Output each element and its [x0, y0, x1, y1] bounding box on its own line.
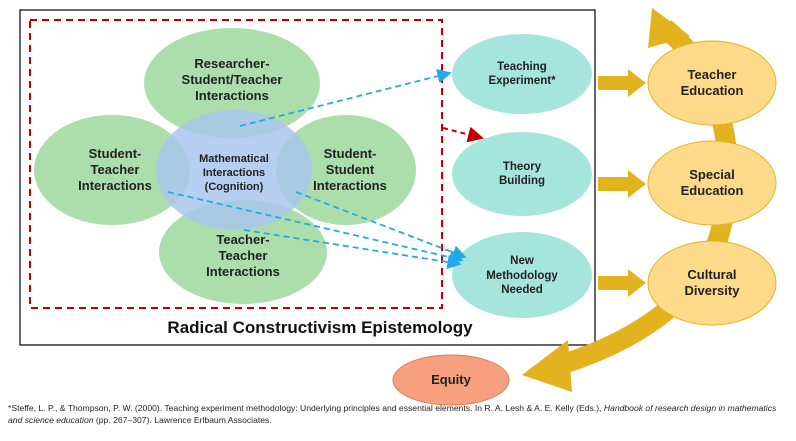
footnote-text-after: (pp. 267–307). Lawrence Erlbaum Associat…	[93, 414, 272, 425]
ellipse-top-label: Researcher- Student/Teacher Interactions	[181, 55, 283, 104]
ellipse-left-shape	[34, 115, 190, 225]
block-arrow-1	[598, 69, 646, 97]
blue-arrow-to-teaching	[239, 69, 452, 127]
footnote-text-before: *Steffe, L. P., & Thompson, P. W. (2000)…	[8, 403, 604, 413]
impact-teacher-education: Teacher Education	[680, 66, 744, 98]
outcome-theory-building: Theory Building	[499, 160, 545, 187]
outcome-method-shape	[452, 232, 592, 318]
ellipse-top-shape	[144, 28, 320, 138]
curved-arrow-top-tip	[648, 8, 690, 48]
outcome-new-methodology: New Methodology Needed	[486, 255, 558, 297]
red-dashed-frame	[29, 19, 443, 309]
impact-special-shape	[647, 140, 777, 226]
ellipse-right-label: Student- Student Interactions	[313, 145, 387, 194]
footnote-italic-title: Handbook of research design in mathemati…	[8, 403, 777, 425]
block-arrow-2	[598, 170, 646, 198]
footnote-citation: *Steffe, L. P., & Thompson, P. W. (2000)…	[8, 403, 788, 426]
block-arrow-3	[598, 269, 646, 297]
outcome-teaching-experiment: Teaching Experiment*	[488, 60, 556, 87]
blue-arrow-from-left	[167, 191, 464, 265]
red-dashed-arrow	[442, 126, 484, 143]
impact-cultural-diversity: Cultural Diversity	[684, 266, 740, 298]
blue-arrow-from-bottom	[243, 229, 462, 270]
impact-equity: Equity	[431, 371, 471, 387]
ellipse-center-shape	[156, 110, 312, 230]
curved-arrow-head	[522, 340, 572, 392]
impact-cultural-shape	[647, 240, 777, 326]
ellipse-left-label: Student- Teacher Interactions	[78, 145, 152, 194]
outcome-teaching-shape	[452, 34, 592, 114]
ellipse-bottom-shape	[159, 200, 327, 304]
blue-arrow-from-right	[295, 191, 467, 260]
outcome-theory-shape	[452, 132, 592, 216]
impact-special-education: Special Education	[680, 166, 744, 198]
impact-teacher-shape	[647, 40, 777, 126]
ellipse-bottom-label: Teacher- Teacher Interactions	[206, 231, 280, 280]
epistemology-label: Radical Constructivism Epistemology	[167, 318, 473, 337]
equity-shape	[392, 354, 510, 406]
ellipse-center-label: Mathematical Interactions (Cognition)	[199, 153, 269, 193]
